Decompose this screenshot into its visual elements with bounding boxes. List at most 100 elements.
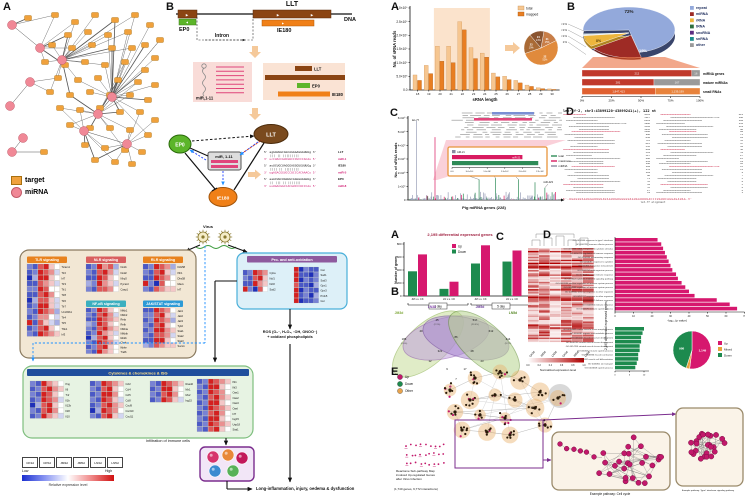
panel-letter-expression: C xyxy=(390,107,398,119)
svg-text:200: 200 xyxy=(397,281,402,285)
svg-text:1.0×10⁶: 1.0×10⁶ xyxy=(483,170,491,173)
svg-text:LLT: LLT xyxy=(314,67,322,72)
svg-text:0: 0 xyxy=(400,294,402,298)
svg-text:JM v.s. CK: JM v.s. CK xyxy=(474,297,487,301)
svg-text:Cxcl11: Cxcl11 xyxy=(126,414,134,418)
svg-text:Down: Down xyxy=(405,382,413,386)
immune-cell-icon xyxy=(221,448,235,462)
panel-letter-pathwaymap: E xyxy=(391,366,399,378)
svg-text:9: 9 xyxy=(446,367,448,371)
svg-text:snoRNA: snoRNA xyxy=(696,31,711,35)
svg-text:1,847,413: 1,847,413 xyxy=(612,90,625,94)
mirna-node xyxy=(57,55,67,65)
svg-text:Rela: Rela xyxy=(121,318,127,322)
svg-text:Cxcl10: Cxcl10 xyxy=(126,409,134,413)
svg-text:JM5d: JM5d xyxy=(572,350,580,358)
svg-text:321: 321 xyxy=(438,349,443,353)
svg-text:|| ||| || |||||||: || ||| || ||||||| xyxy=(270,180,301,184)
inset2-caption: Example pathway: Type I interferon signa… xyxy=(681,490,735,492)
svg-text:0.4: 0.4 xyxy=(549,365,553,367)
svg-text:Up: Up xyxy=(724,342,728,346)
target-node xyxy=(84,29,92,35)
target-node xyxy=(94,75,102,81)
svg-text:30: 30 xyxy=(550,92,554,96)
svg-text:517: 517 xyxy=(473,318,478,322)
svg-text:100%: 100% xyxy=(696,99,704,103)
svg-text:IE180: IE180 xyxy=(332,92,344,97)
svg-text:GO:0002252 immune effector pro: GO:0002252 immune effector process xyxy=(576,243,614,246)
svg-text:Ccl2: Ccl2 xyxy=(126,382,132,386)
target-node xyxy=(136,109,144,115)
svg-text:GO:0002684 positive regulation: GO:0002684 positive regulation of immune… xyxy=(556,282,614,285)
target-node xyxy=(101,62,109,68)
genome-schematic: LLTDNA▸▸▸◂EP0▸IE180IntronmiR,1-11LLTEP0I… xyxy=(168,1,356,207)
svg-text:GO:0098542 defense response to: GO:0098542 defense response to other org… xyxy=(565,291,613,294)
svg-text:rRNA: rRNA xyxy=(696,18,706,22)
svg-text:miR-21: miR-21 xyxy=(457,151,465,154)
svg-text:Up: Up xyxy=(405,375,409,379)
svg-text:<1%: <1% xyxy=(561,34,567,38)
target-node xyxy=(111,17,119,23)
svg-text:Il12b: Il12b xyxy=(66,404,72,408)
svg-text:1.0: 1.0 xyxy=(582,365,586,367)
svg-text:50%: 50% xyxy=(638,99,644,103)
svg-text:18: 18 xyxy=(416,92,420,96)
virus-icon xyxy=(217,229,233,245)
svg-text:Stat3: Stat3 xyxy=(178,339,185,343)
svg-text:Isg15: Isg15 xyxy=(233,417,240,421)
svg-text:(23.5%): (23.5%) xyxy=(471,324,479,326)
svg-text:0.0: 0.0 xyxy=(450,171,454,173)
svg-text:Ikbke: Ikbke xyxy=(121,345,128,349)
svg-text:miR,1-11: miR,1-11 xyxy=(196,96,214,101)
svg-text:No. of sRNA reads: No. of sRNA reads xyxy=(392,30,397,67)
svg-text:3×10⁵: 3×10⁵ xyxy=(398,157,407,161)
svg-text:5.0×10⁵: 5.0×10⁵ xyxy=(396,75,408,79)
target-chip xyxy=(11,176,22,185)
svg-text:Tlr4: Tlr4 xyxy=(62,316,67,320)
svg-text:72%: 72% xyxy=(624,9,633,14)
svg-text:2.5×10⁶: 2.5×10⁶ xyxy=(396,20,408,24)
svg-text:25%: 25% xyxy=(608,99,614,103)
svg-text:17: 17 xyxy=(463,367,467,371)
svg-text:Relb: Relb xyxy=(121,322,127,326)
svg-text:1%: 1% xyxy=(563,40,568,44)
svg-text:GO:0006082 organic acid metabo: GO:0006082 organic acid metabolic proces… xyxy=(570,332,614,335)
target-node xyxy=(91,12,99,18)
svg-text:612: 612 xyxy=(489,329,494,333)
svg-text:miR, 1-11: miR, 1-11 xyxy=(215,154,233,159)
target-node xyxy=(141,67,149,73)
svg-text:IE180: IE180 xyxy=(338,164,346,168)
svg-text:EP0: EP0 xyxy=(338,177,344,181)
svg-text:40: 40 xyxy=(419,329,423,333)
svg-text:▸: ▸ xyxy=(311,13,314,19)
sample-ck5d: CK5d xyxy=(39,457,55,468)
svg-text:0.0: 0.0 xyxy=(403,88,408,92)
svg-text:GO:0006955 immune response: GO:0006955 immune response xyxy=(582,303,613,306)
svg-text:Number of genes: Number of genes xyxy=(394,256,398,284)
svg-text:8%: 8% xyxy=(596,39,602,43)
target-node xyxy=(81,59,89,65)
mirna-node xyxy=(25,77,35,87)
svg-text:Cxcl9: Cxcl9 xyxy=(126,404,133,408)
svg-text:5: 5 xyxy=(629,374,631,376)
svg-text:23: 23 xyxy=(472,92,476,96)
svg-text:3' ucCUACCGUCGUCCCUCCCACAu 5': 3' ucCUACCGUCGUCCCUCCCACAu 5' xyxy=(264,157,317,161)
svg-text:GO:0006954 inflammatory respon: GO:0006954 inflammatory response xyxy=(578,256,614,259)
svg-text:miR-8: miR-8 xyxy=(338,184,347,188)
svg-text:Tlr5: Tlr5 xyxy=(62,321,67,325)
caption-line2: involved Up-regulated Genes xyxy=(396,473,435,477)
